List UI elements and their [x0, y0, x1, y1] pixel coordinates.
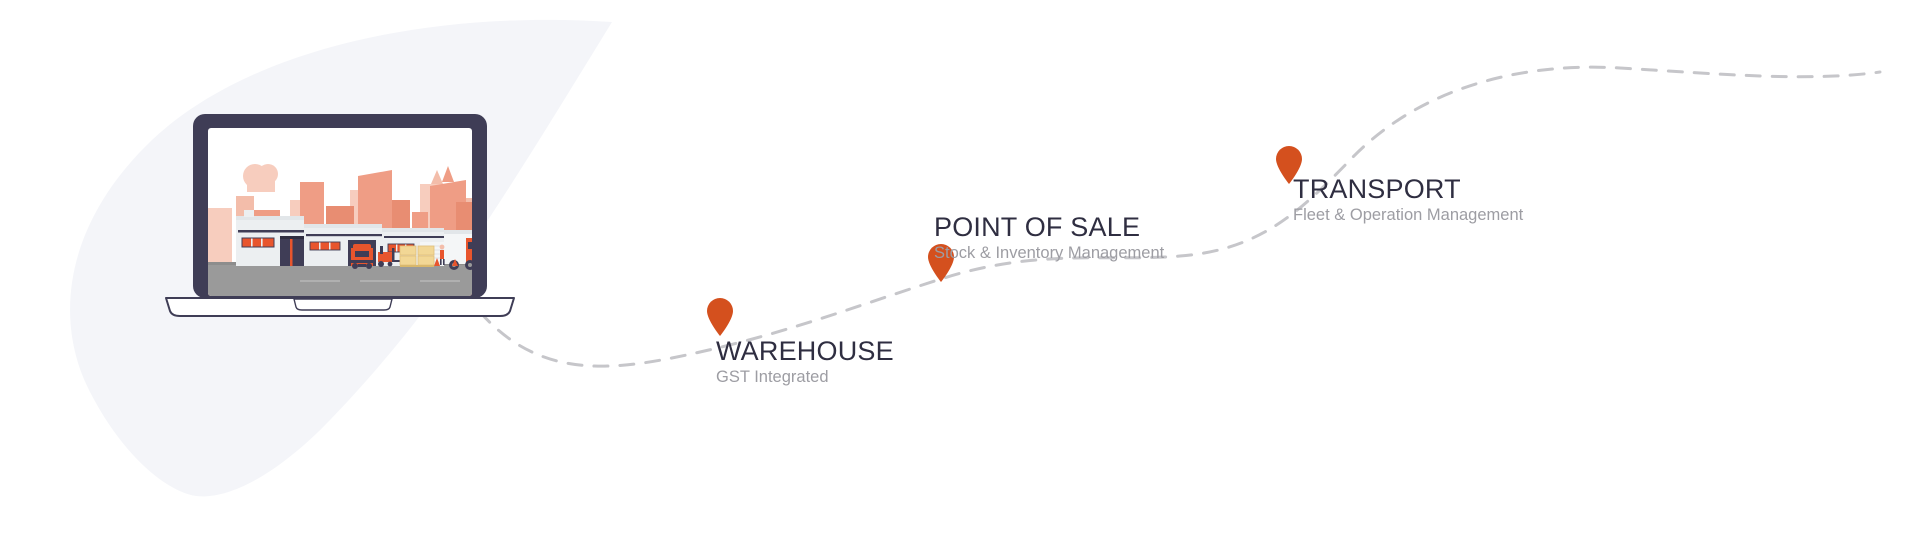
station-transport-subtitle: Fleet & Operation Management — [1293, 206, 1524, 225]
traffic-cones — [434, 258, 458, 266]
station-warehouse-title: WAREHOUSE — [716, 336, 894, 366]
station-point-of-sale-subtitle: Stock & Inventory Management — [934, 244, 1165, 263]
station-warehouse[interactable]: WAREHOUSE GST Integrated — [716, 337, 894, 388]
delivery-truck-center — [351, 244, 373, 269]
laptop-trackpad-notch — [293, 298, 393, 311]
map-pin-transport[interactable] — [1276, 146, 1302, 184]
station-warehouse-subtitle: GST Integrated — [716, 368, 829, 387]
forklift — [378, 246, 400, 267]
station-point-of-sale-title: POINT OF SALE — [934, 212, 1141, 242]
map-pin-point-of-sale[interactable] — [928, 244, 954, 282]
screen-scene — [208, 164, 472, 296]
map-pin-warehouse[interactable] — [707, 298, 733, 336]
station-point-of-sale[interactable]: POINT OF SALE Stock & Inventory Manageme… — [934, 213, 1164, 264]
station-transport[interactable]: TRANSPORT Fleet & Operation Management — [1293, 175, 1523, 226]
laptop-base — [165, 297, 515, 317]
warehouse-building-left — [236, 210, 304, 266]
worker-figure — [439, 244, 445, 265]
dashed-path — [478, 65, 1882, 368]
pallet-stack — [399, 245, 435, 267]
station-transport-title: TRANSPORT — [1293, 174, 1461, 204]
